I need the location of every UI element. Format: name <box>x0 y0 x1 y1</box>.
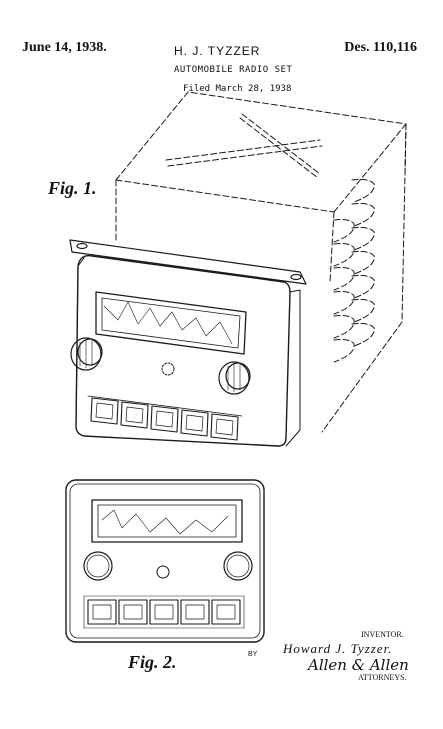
dial-window-fig2 <box>91 499 243 543</box>
right-knob <box>218 361 251 395</box>
patent-title: AUTOMOBILE RADIO SET <box>174 65 293 75</box>
center-indicator <box>161 362 175 376</box>
front-bezel <box>75 255 301 447</box>
filing-date: Filed March 28, 1938 <box>183 84 292 94</box>
figure-2-drawing <box>65 479 265 643</box>
front-panel <box>65 479 265 643</box>
figure-2-label: Fig. 2. <box>128 652 177 672</box>
attorneys-label: ATTORNEYS. <box>358 673 407 682</box>
inventor-header: H. J. TYZZER <box>174 44 261 58</box>
design-number: Des. 110,116 <box>344 40 417 55</box>
push-buttons-fig2 <box>83 595 245 629</box>
by-label: BY <box>248 651 258 658</box>
center-indicator-fig2 <box>156 565 170 579</box>
left-knob-fig2 <box>83 551 113 581</box>
rear-housing-dashed <box>115 91 407 433</box>
mounting-bracket <box>69 239 307 285</box>
figure-1-drawing <box>69 91 407 447</box>
right-knob-fig2 <box>223 551 253 581</box>
inventor-name: Howard J. Tyzzer. <box>283 641 393 656</box>
left-knob <box>70 337 103 371</box>
patent-date: June 14, 1938. <box>22 40 107 55</box>
push-buttons-fig1 <box>87 395 243 441</box>
inventor-label: INVENTOR. <box>361 630 404 639</box>
figure-1-label: Fig. 1. <box>48 178 97 198</box>
attorneys-signature: Allen & Allen <box>306 656 409 674</box>
dial-window <box>95 291 247 355</box>
